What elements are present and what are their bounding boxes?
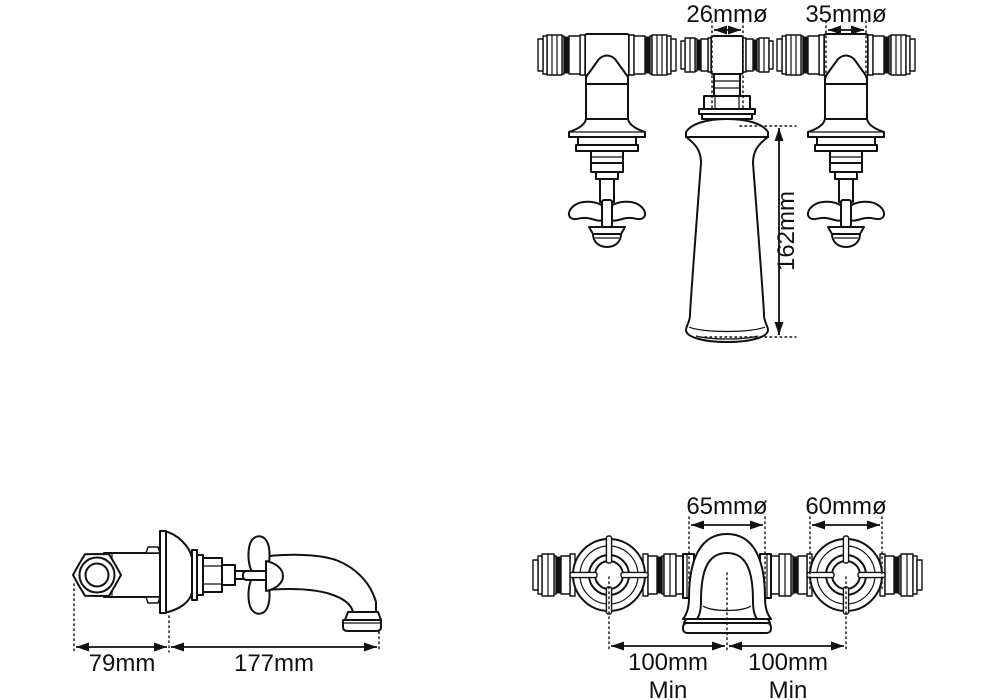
side-spout	[254, 553, 382, 632]
side-cross-handle	[242, 535, 284, 615]
dim-label-177mm: 177mm	[234, 650, 314, 677]
dim-label-35mm: 35mmø	[805, 1, 887, 28]
front-left-valve-assembly	[538, 34, 676, 247]
side-mount-tab-bottom	[145, 596, 161, 604]
dim-label-100mm-right: 100mm	[748, 649, 828, 676]
side-escutcheon	[159, 530, 204, 614]
dimension-177mm: 177mm	[171, 631, 380, 677]
side-view: 79mm 177mm	[72, 530, 382, 677]
front-spout-column	[685, 118, 769, 343]
side-handle-dome	[265, 560, 284, 592]
dim-label-162mm: 162mm	[773, 191, 800, 271]
dimension-162mm: 162mm	[704, 125, 800, 338]
dim-label-79mm: 79mm	[89, 650, 156, 677]
front-center-tee	[680, 35, 774, 120]
dim-label-min-right: Min	[769, 677, 808, 700]
dim-label-60mm: 60mmø	[805, 493, 887, 520]
dimension-35mm: 35mmø	[805, 1, 887, 81]
dimension-60mm: 60mmø	[805, 493, 887, 590]
dim-label-min-left: Min	[649, 677, 688, 700]
dimension-65mm: 65mmø	[686, 493, 768, 601]
dim-label-26mm: 26mmø	[686, 1, 768, 28]
dimension-26mm: 26mmø	[686, 1, 768, 110]
dimension-100mm-right: 100mm Min	[729, 576, 847, 700]
dim-label-100mm-left: 100mm	[628, 649, 708, 676]
plan-view: 65mmø 60mmø 100mm Min 100mm Min	[532, 493, 923, 700]
dimension-79mm: 79mm	[73, 583, 170, 677]
side-end-nut	[72, 553, 122, 597]
side-mount-tab-top	[145, 546, 161, 554]
front-view: 26mmø 35mmø 162mm	[538, 1, 915, 343]
dim-label-65mm: 65mmø	[686, 493, 768, 520]
dimension-100mm-left: 100mm Min	[608, 572, 728, 700]
